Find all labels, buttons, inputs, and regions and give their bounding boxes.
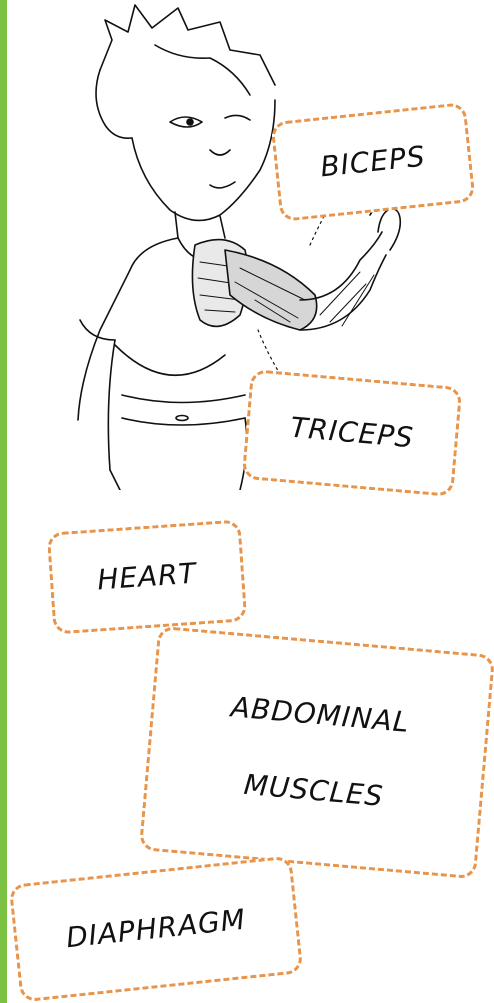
- biceps-card[interactable]: BICEPS: [270, 102, 475, 222]
- abdominal-muscles-card[interactable]: ABDOMINAL MUSCLES: [139, 626, 494, 880]
- biceps-label: BICEPS: [319, 140, 427, 184]
- abdominal-label-line2: MUSCLES: [242, 767, 384, 813]
- abdominal-label-line1: ABDOMINAL: [230, 690, 411, 739]
- triceps-card[interactable]: TRICEPS: [242, 369, 463, 497]
- heart-card[interactable]: HEART: [47, 519, 248, 634]
- triceps-label: TRICEPS: [289, 411, 415, 455]
- left-accent-bar: [0, 0, 7, 1003]
- heart-label: HEART: [96, 557, 198, 597]
- diaphragm-label: DIAPHRAGM: [65, 903, 248, 955]
- diaphragm-card[interactable]: DIAPHRAGM: [9, 855, 304, 1002]
